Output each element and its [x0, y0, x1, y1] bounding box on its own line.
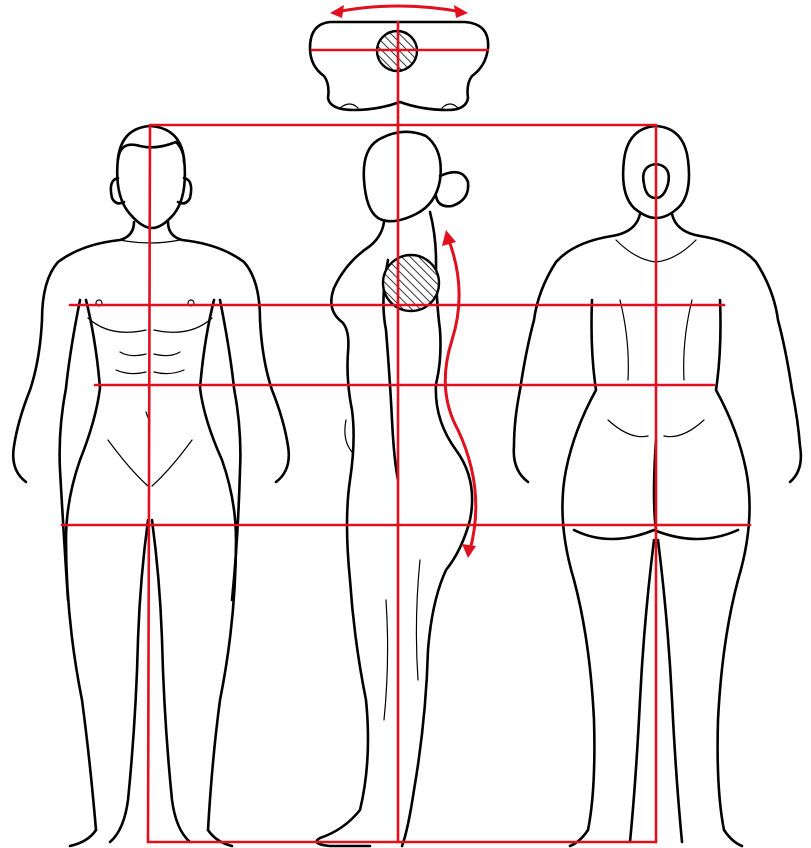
front-inner-arm-left — [60, 300, 80, 600]
back-view-figure — [514, 126, 801, 846]
front-waist — [66, 300, 100, 830]
front-view-figure — [13, 126, 289, 846]
side-body-details — [345, 420, 420, 720]
side-view-figure — [317, 132, 476, 846]
front-inner-leg-right — [152, 520, 190, 842]
side-front-contour — [317, 222, 384, 846]
front-waist-right — [200, 300, 236, 830]
back-waist-right — [716, 300, 750, 830]
guide-front-vertical — [148, 125, 150, 842]
back-torso-right — [672, 214, 801, 482]
double-arrow-head-right — [454, 5, 468, 18]
front-inner-arm-right — [220, 300, 240, 600]
front-torso-left — [13, 222, 134, 482]
side-hatched-circle — [383, 255, 439, 311]
double-arrow-head-left — [330, 5, 344, 18]
front-inner-leg-left — [110, 520, 148, 842]
curved-arrow-head-top — [442, 230, 456, 246]
side-head — [364, 132, 441, 221]
top-cross-section-view — [310, 5, 488, 112]
back-torso-left — [514, 214, 640, 482]
back-waist-left — [562, 300, 596, 830]
double-arrow — [336, 6, 462, 12]
front-feet — [70, 830, 232, 846]
curved-arrow-head-bottom — [462, 544, 476, 558]
